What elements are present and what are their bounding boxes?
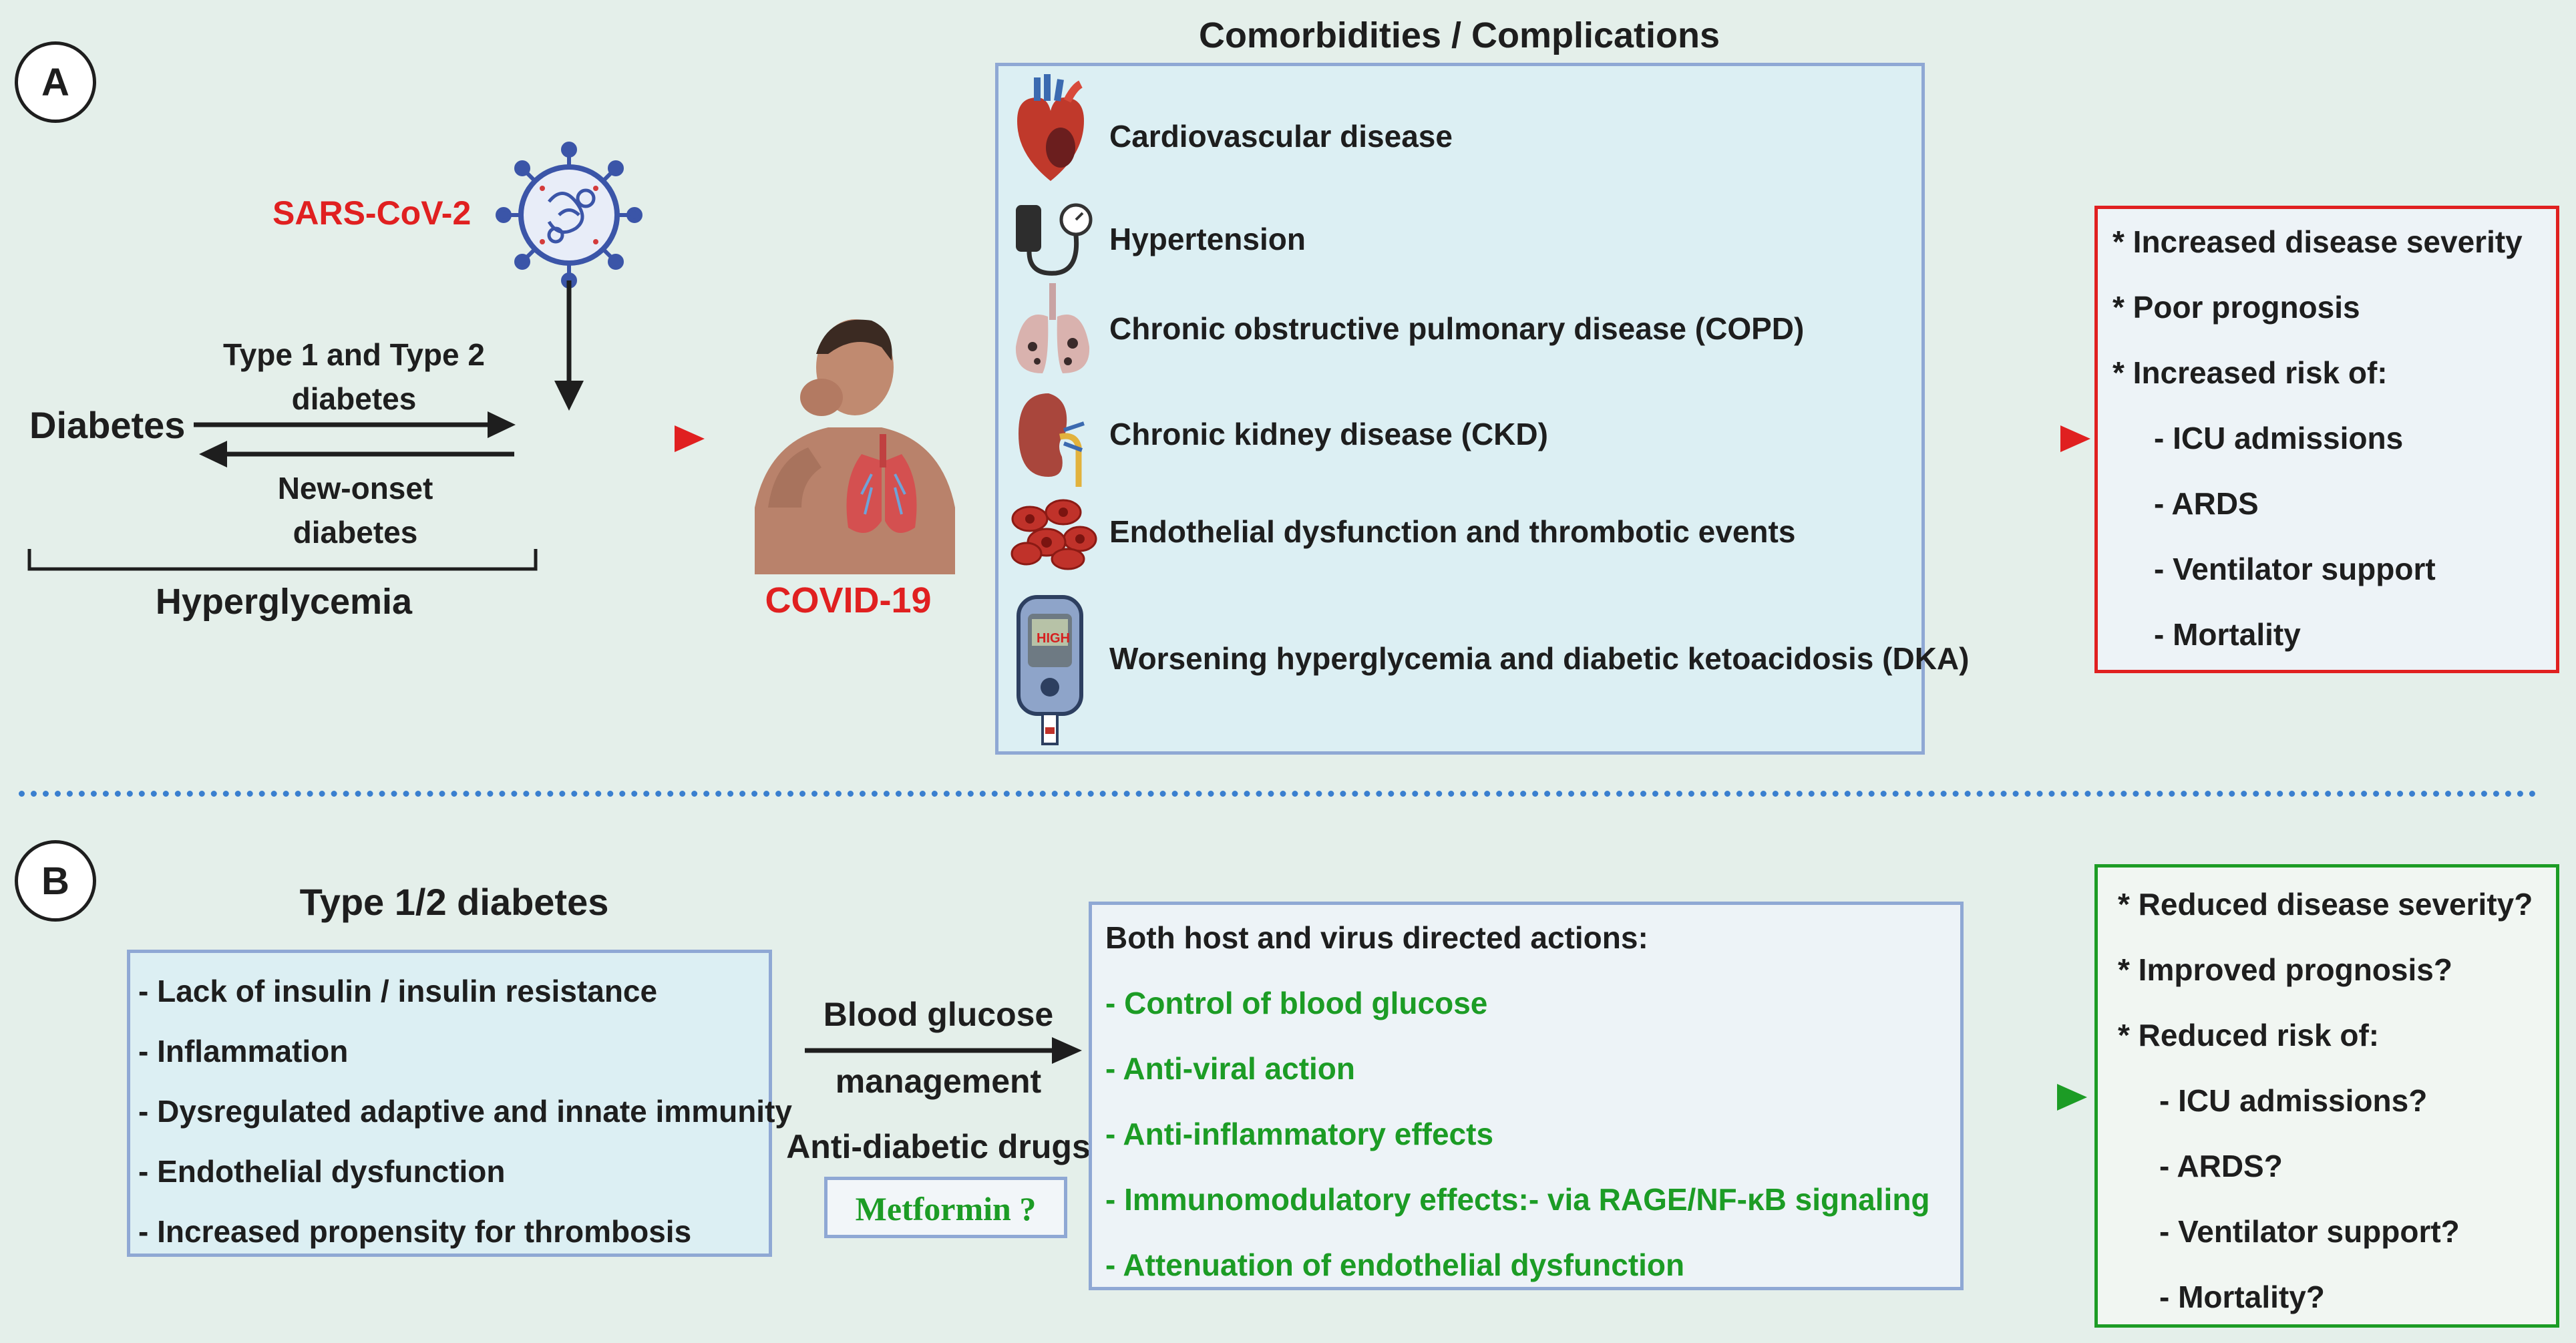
feature-item-4: - Increased propensity for thrombosis — [138, 1214, 692, 1249]
diabetes-features-box: - Lack of insulin / insulin resistance -… — [127, 950, 792, 1257]
diabetes-bidirectional-arrows — [194, 411, 516, 467]
outcome-a-item-1: * Poor prognosis — [2112, 290, 2360, 325]
anti-diabetic-drugs-label: Anti-diabetic drugs — [786, 1128, 1091, 1165]
blood-cells-icon — [1010, 499, 1097, 570]
outcome-a-item-0: * Increased disease severity — [2112, 224, 2523, 259]
diabetes-label: Diabetes — [29, 404, 186, 446]
outcome-b-item-2: * Reduced risk of: — [2118, 1018, 2380, 1052]
outcome-b-item-5: - Ventilator support? — [2159, 1214, 2460, 1249]
comorbidity-item-4: Endothelial dysfunction and thrombotic e… — [1109, 514, 1796, 549]
outcome-a-item-3: - ICU admissions — [2154, 421, 2404, 455]
outcome-a-item-2: * Increased risk of: — [2112, 355, 2388, 390]
new-onset-arrow-label: New-onset diabetes — [277, 471, 433, 550]
comorbidity-item-5: Worsening hyperglycemia and diabetic ket… — [1109, 641, 1970, 676]
action-item-1: - Anti-viral action — [1105, 1051, 1355, 1086]
comorbidities-title: Comorbidities / Complications — [1198, 15, 1720, 55]
hyperglycemia-label: Hyperglycemia — [155, 582, 413, 622]
covid-label: COVID-19 — [765, 580, 932, 620]
actions-to-outcomes-arrow — [1970, 1084, 2087, 1111]
blood-glucose-label: Blood glucose — [823, 996, 1054, 1033]
actions-title: Both host and virus directed actions: — [1105, 920, 1648, 955]
action-item-3: - Immunomodulatory effects:- via RAGE/NF… — [1105, 1182, 1930, 1217]
virus-icon — [496, 142, 642, 289]
metformin-label: Metformin ? — [855, 1190, 1037, 1227]
outcomes-a-box: * Increased disease severity * Poor prog… — [2094, 206, 2559, 673]
outcome-b-item-0: * Reduced disease severity? — [2118, 887, 2533, 922]
feature-item-2: - Dysregulated adaptive and innate immun… — [138, 1094, 792, 1129]
diabetes-to-covid-arrow — [548, 425, 705, 452]
action-item-0: - Control of blood glucose — [1105, 986, 1488, 1020]
type12-diabetes-title: Type 1/2 diabetes — [299, 881, 609, 923]
virus-arrow — [554, 280, 584, 411]
feature-item-1: - Inflammation — [138, 1034, 349, 1069]
actions-box: Both host and virus directed actions: - … — [1089, 902, 1964, 1290]
management-label: management — [835, 1063, 1042, 1100]
covid-patient-icon — [755, 319, 955, 574]
comorbidities-box: Cardiovascular disease Hypertension Chro… — [995, 63, 1969, 755]
blood-glucose-arrow — [805, 1037, 1082, 1064]
outcome-b-item-3: - ICU admissions? — [2159, 1083, 2428, 1118]
feature-item-3: - Endothelial dysfunction — [138, 1154, 506, 1189]
hyperglycemia-bracket — [27, 549, 538, 571]
outcome-b-item-6: - Mortality? — [2159, 1280, 2325, 1314]
comorbidity-item-0: Cardiovascular disease — [1109, 119, 1453, 154]
action-item-2: - Anti-inflammatory effects — [1105, 1117, 1494, 1151]
glucose-meter-icon — [1017, 595, 1083, 745]
panel-b-label: B — [15, 840, 96, 922]
outcome-a-item-6: - Mortality — [2154, 617, 2301, 652]
outcome-a-item-4: - ARDS — [2154, 486, 2259, 521]
type12-arrow-label: Type 1 and Type 2 diabetes — [223, 337, 485, 416]
comorbidity-item-3: Chronic kidney disease (CKD) — [1109, 417, 1548, 451]
meter-display-text: HIGH — [1037, 631, 1070, 646]
outcome-a-item-5: - Ventilator support — [2154, 552, 2436, 586]
lungs-icon — [1015, 283, 1090, 373]
heart-icon — [1017, 74, 1084, 181]
feature-item-0: - Lack of insulin / insulin resistance — [138, 974, 658, 1008]
panel-a-label: A — [15, 41, 96, 123]
virus-label: SARS-CoV-2 — [272, 194, 472, 232]
outcomes-b-box: * Reduced disease severity? * Improved p… — [2094, 864, 2559, 1328]
outcome-b-item-1: * Improved prognosis? — [2118, 952, 2452, 987]
outcome-b-item-4: - ARDS? — [2159, 1149, 2283, 1183]
kidney-icon — [1019, 393, 1085, 487]
comorbidities-to-outcomes-arrow — [1934, 425, 2090, 452]
panel-divider — [19, 791, 2537, 797]
metformin-box: Metformin ? — [824, 1177, 1067, 1238]
comorbidity-item-1: Hypertension — [1109, 222, 1306, 256]
blood-pressure-icon — [1016, 203, 1093, 276]
comorbidity-item-2: Chronic obstructive pulmonary disease (C… — [1109, 311, 1805, 346]
action-item-4: - Attenuation of endothelial dysfunction — [1105, 1248, 1685, 1282]
